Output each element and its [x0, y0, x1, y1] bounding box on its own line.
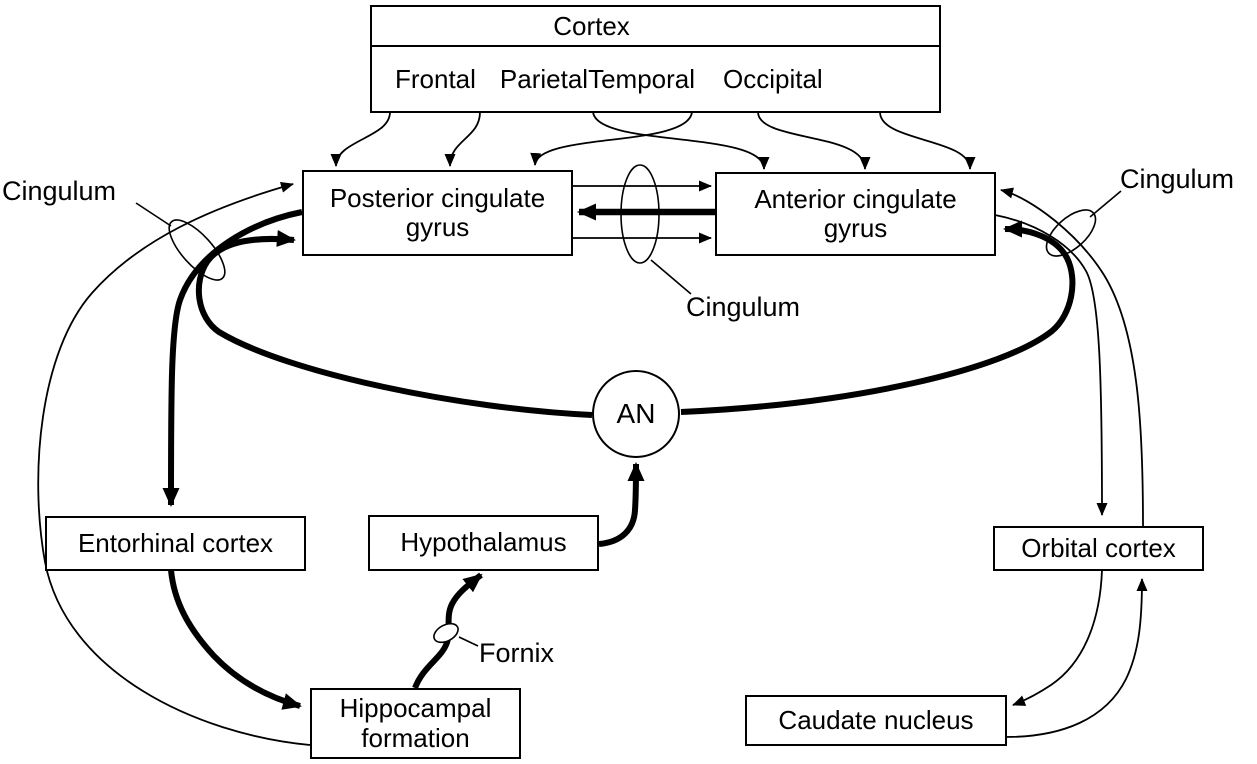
fornix-bundle-ellipse: [433, 622, 459, 644]
edge-orbital-to-caudate: [1012, 569, 1103, 706]
cortex-title: Cortex: [372, 7, 939, 47]
node-cortex: Cortex Frontal Parietal Temporal Occipit…: [370, 5, 941, 113]
label-cingulum-left: Cingulum: [2, 176, 117, 206]
node-hippocampal-formation-label: Hippocampal formation: [339, 693, 492, 753]
node-an-label: AN: [616, 398, 656, 430]
edge-cortex-to-anterior-2: [757, 111, 871, 170]
edge-an-to-posterior-belt: [195, 230, 593, 418]
cingulum-bundle-ellipse-left: [168, 219, 226, 281]
edge-caudate-to-orbital: [1005, 578, 1148, 738]
cingulum-left-pointer-line: [135, 202, 172, 227]
cingulum-right-pointer-line: [1089, 190, 1122, 218]
edge-hypothalamus-to-an: [598, 462, 645, 547]
cortex-lobe-frontal: Frontal: [395, 63, 476, 94]
edge-cortex-to-posterior-2: [444, 111, 481, 167]
cortex-lobe-occipital: Occipital: [723, 63, 823, 94]
cingulum-center-pointer-line: [650, 259, 692, 295]
label-cingulum-center: Cingulum: [686, 292, 801, 322]
node-orbital-cortex-label: Orbital cortex: [1021, 532, 1176, 563]
label-fornix: Fornix: [479, 638, 555, 668]
edge-orbital-to-anterior: [1000, 187, 1144, 527]
fornix-pointer-line: [458, 636, 479, 647]
cingulum-bundle-ellipse-center: [620, 164, 660, 264]
node-hypothalamus: Hypothalamus: [368, 515, 599, 571]
cortex-lobes-row: Frontal Parietal Temporal Occipital: [372, 47, 939, 111]
node-entorhinal-cortex-label: Entorhinal cortex: [77, 527, 274, 558]
edge-cortex-to-posterior-3: [530, 111, 693, 166]
edges-cortex-fanout: [330, 111, 976, 170]
node-posterior-cingulate-gyrus: Posterior cingulate gyrus: [302, 170, 573, 256]
edge-cortex-to-anterior-1: [592, 111, 770, 170]
node-anterior-cingulate-gyrus-label: Anterior cingulate gyrus: [754, 183, 957, 243]
edge-posterior-to-entorhinal: [162, 209, 303, 507]
edge-cortex-to-posterior-1: [330, 111, 391, 167]
node-posterior-cingulate-gyrus-label: Posterior cingulate gyrus: [329, 182, 546, 242]
edge-entorhinal-to-hippocampal: [168, 569, 302, 710]
cortex-lobe-parietal: Parietal: [499, 63, 589, 94]
node-anterior-cingulate-gyrus: Anterior cingulate gyrus: [715, 172, 996, 256]
edge-an-to-anterior-belt: [680, 220, 1076, 415]
edge-hippocampal-to-posterior-thin: [37, 181, 311, 746]
cortex-lobe-temporal: Temporal: [588, 63, 696, 94]
node-caudate-nucleus: Caudate nucleus: [745, 695, 1007, 746]
edge-cortex-to-anterior-3: [879, 111, 976, 170]
node-an: AN: [592, 370, 680, 458]
cingulum-bundle-ellipse-right: [1045, 209, 1097, 257]
label-cingulum-right: Cingulum: [1120, 164, 1235, 194]
node-caudate-nucleus-label: Caudate nucleus: [778, 704, 974, 735]
edge-anterior-to-orbital: [994, 214, 1108, 516]
node-hypothalamus-label: Hypothalamus: [400, 527, 567, 558]
node-entorhinal-cortex: Entorhinal cortex: [45, 516, 306, 571]
node-orbital-cortex: Orbital cortex: [993, 526, 1204, 571]
node-hippocampal-formation: Hippocampal formation: [310, 688, 521, 759]
